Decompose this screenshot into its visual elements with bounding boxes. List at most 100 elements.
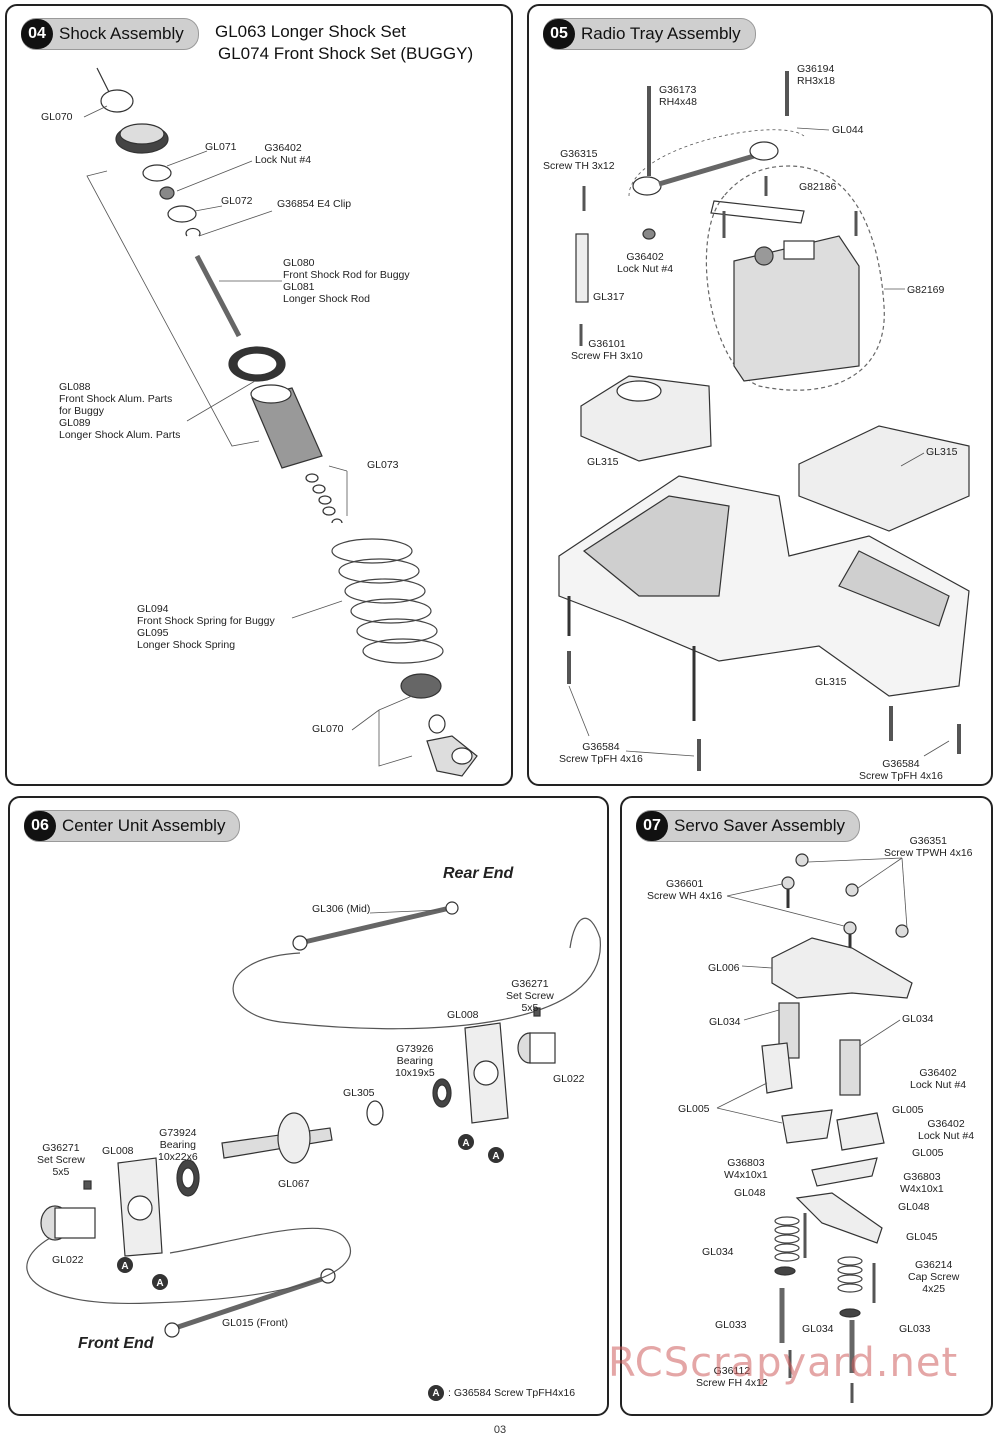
label-g36112: G36112 Screw FH 4x12 [696,1365,768,1389]
label-text: G36351 Screw TPWH 4x16 [884,835,973,859]
label-g36173: G36173 RH4x48 [659,84,697,108]
label-g36402-a: G36402 Lock Nut #4 [910,1067,966,1091]
front-end-label: Front End [78,1335,154,1352]
legend-text: : G36584 Screw TpFH4x16 [448,1387,576,1399]
label-g36194: G36194 RH3x18 [797,63,835,87]
label-text: G36402 Lock Nut #4 [255,142,312,166]
legend: A : G36584 Screw TpFH4x16 [428,1385,575,1401]
label-g36214: G36214 Cap Screw 4x25 [908,1259,959,1295]
center-unit-exploded-drawing: A A A A [26,901,601,1338]
label-text: G36584 Screw TpFH 4x16 [559,741,643,765]
section-header: 04 Shock Assembly [21,18,199,50]
section-title: Center Unit Assembly [62,816,226,835]
label-g36101: G36101 Screw FH 3x10 [571,338,643,362]
marker-a: A [121,1261,128,1272]
label-text: G36271 Set Screw 5x5 [506,978,554,1014]
section-number: 05 [543,19,575,49]
page-number: 03 [493,1424,507,1436]
label-gl034-bottom: GL034 [702,1246,734,1258]
subtitle-front-shock: GL074 Front Shock Set (BUGGY) [218,44,474,63]
label-text: G36101 Screw FH 3x10 [571,338,643,362]
label-text: G36315 Screw TH 3x12 [543,148,615,172]
label-text: G73924 Bearing 10x22x6 [158,1127,198,1163]
panel-servo-saver-assembly: 07 Servo Saver Assembly [620,796,993,1416]
label-gl022-right: GL022 [553,1073,585,1085]
label-gl008-right: GL008 [447,1009,479,1021]
panel-shock-assembly: 04 Shock Assembly GL063 Longer Shock Set… [5,4,513,786]
servo-saver-exploded-drawing [716,853,913,1403]
label-text: GL088 Front Shock Alum. Parts for Buggy … [59,381,181,441]
section-number: 07 [636,811,668,841]
label-gl048-left: GL048 [734,1187,766,1199]
rear-end-label: Rear End [443,865,514,882]
label-g36402-b: G36402 Lock Nut #4 [918,1118,974,1142]
label-gl067: GL067 [278,1178,310,1190]
label-text: G36402 Lock Nut #4 [617,251,674,275]
label-text: G36214 Cap Screw 4x25 [908,1259,960,1295]
label-text: G36173 RH4x48 [659,84,697,108]
section-header: 05 Radio Tray Assembly [543,18,756,50]
label-gl034-right: GL034 [902,1013,934,1025]
label-gl071: GL071 [205,141,237,153]
section-title: Servo Saver Assembly [674,816,846,835]
label-text: G73926 Bearing 10x19x5 [395,1043,435,1079]
shock-exploded-drawing [83,67,478,777]
label-gl080-gl081: GL080 Front Shock Rod for Buggy GL081 Lo… [283,257,410,305]
label-g36351: G36351 Screw TPWH 4x16 [884,835,973,859]
label-text: G36402 Lock Nut #4 [918,1118,975,1142]
label-gl034-center: GL034 [802,1323,834,1335]
label-gl072: GL072 [221,195,253,207]
radio-tray-exploded-drawing [558,71,970,771]
label-g36803-left: G36803 W4x10x1 [724,1157,768,1181]
label-text: GL080 Front Shock Rod for Buggy GL081 Lo… [283,257,410,305]
label-g36584-left: G36584 Screw TpFH 4x16 [559,741,643,765]
label-gl073: GL073 [367,459,399,471]
legend-marker: A [428,1385,444,1401]
label-gl045: GL045 [906,1231,938,1243]
label-g36803-right: G36803 W4x10x1 [900,1171,944,1195]
section-header: 06 Center Unit Assembly [24,810,241,842]
marker-a: A [462,1138,469,1149]
label-text: G36584 Screw TpFH 4x16 [859,758,943,782]
label-gl015: GL015 (Front) [222,1317,288,1329]
label-gl008-left: GL008 [102,1145,134,1157]
panel-radio-tray-assembly: 05 Radio Tray Assembly [527,4,993,786]
section-title: Shock Assembly [59,24,184,43]
label-gl094-gl095: GL094 Front Shock Spring for Buggy GL095… [137,603,275,651]
label-gl033-right: GL033 [899,1323,931,1335]
section-number: 04 [21,19,53,49]
label-text: G36803 W4x10x1 [900,1171,944,1195]
label-gl305: GL305 [343,1087,375,1099]
label-text: G36194 RH3x18 [797,63,835,87]
section-header: 07 Servo Saver Assembly [636,810,861,842]
label-gl034-left: GL034 [709,1016,741,1028]
label-gl048-right: GL048 [898,1201,930,1213]
label-g73924: G73924 Bearing 10x22x6 [158,1127,198,1163]
label-g73926: G73926 Bearing 10x19x5 [395,1043,435,1079]
label-g36315: G36315 Screw TH 3x12 [543,148,615,172]
label-gl315-battery: GL315 [926,446,958,458]
label-gl033-left: GL033 [715,1319,747,1331]
label-g82186: G82186 [799,181,837,193]
label-g36271-left: G36271 Set Screw 5x5 [37,1142,85,1178]
label-gl005-a: GL005 [678,1103,710,1115]
label-text: GL094 Front Shock Spring for Buggy GL095… [137,603,275,651]
label-text: G36402 Lock Nut #4 [910,1067,967,1091]
marker-a: A [492,1151,499,1162]
label-gl044: GL044 [832,124,864,136]
label-gl005-c: GL005 [912,1147,944,1159]
label-gl088-gl089: GL088 Front Shock Alum. Parts for Buggy … [59,381,180,441]
label-gl317: GL317 [593,291,625,303]
label-gl006: GL006 [708,962,740,974]
label-gl005-b: GL005 [892,1104,924,1116]
subtitle-longer-shock: GL063 Longer Shock Set [215,22,406,41]
label-text: G36601 Screw WH 4x16 [647,878,723,902]
label-text: G36271 Set Screw 5x5 [37,1142,85,1178]
section-number: 06 [24,811,56,841]
watermark: RCScrapyard.net [608,1340,959,1386]
label-text: G36112 Screw FH 4x12 [696,1365,768,1389]
label-gl315-receiver: GL315 [587,456,619,468]
label-gl022-left: GL022 [52,1254,84,1266]
label-g36584-right: G36584 Screw TpFH 4x16 [859,758,943,782]
marker-a: A [156,1278,163,1289]
